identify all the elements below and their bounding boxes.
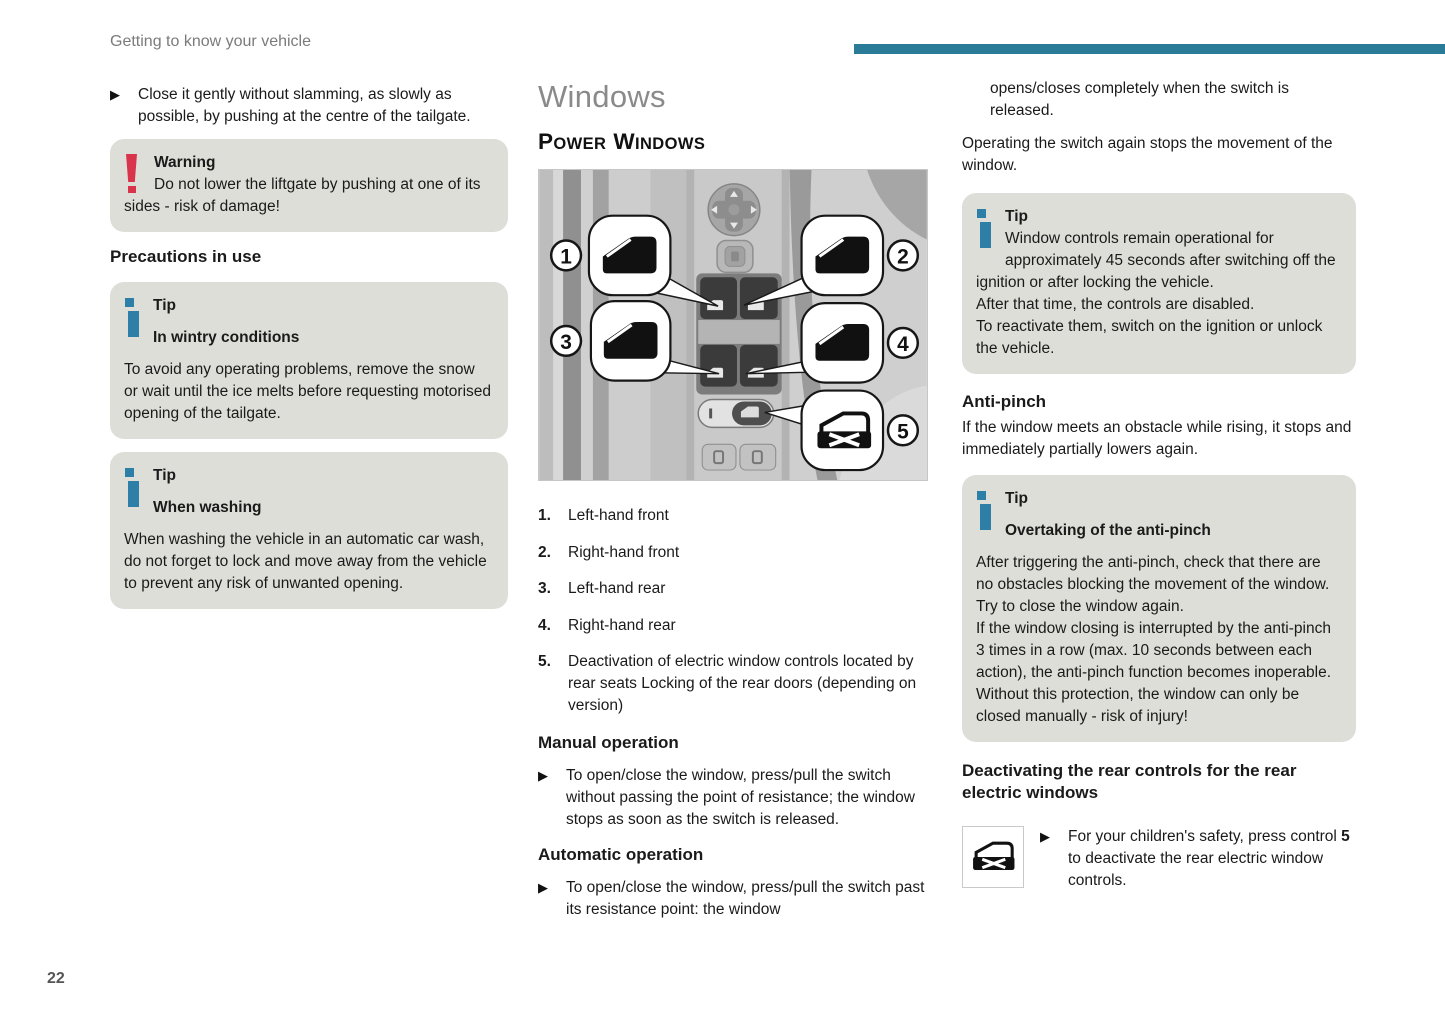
callout-bubbles <box>587 214 885 472</box>
mirror-adjust-pad <box>707 183 761 237</box>
tip-box-window-controls: Tip Window controls remain operational f… <box>962 193 1356 374</box>
automatic-operation-bullet: ▶ To open/close the window, press/pull t… <box>538 877 928 921</box>
callout-numbers: 1 2 3 4 5 <box>549 239 920 447</box>
heading-word: Windows <box>613 129 706 154</box>
window-deactivate-icon-box <box>962 826 1024 888</box>
tip-body: After triggering the anti-pinch, check t… <box>976 554 1331 725</box>
rear-deactivation-rocker <box>697 398 775 429</box>
deactivating-row: ▶ For your children's safety, press cont… <box>962 826 1356 892</box>
tailgate-close-bullet: ▶ Close it gently without slamming, as s… <box>110 84 508 128</box>
middle-column: Windows PowerWindows <box>538 78 928 921</box>
automatic-operation-heading: Automatic operation <box>538 844 704 864</box>
list-item: 4. Right-hand rear <box>538 616 676 634</box>
tip-label: Tip <box>1005 490 1028 507</box>
warning-title: Warning <box>154 154 216 171</box>
tip-subheading: In wintry conditions <box>153 329 300 346</box>
tip-label: Tip <box>1005 208 1028 225</box>
right-column: opens/closes completely when the switch … <box>962 78 1356 892</box>
switch-legend-list: 1. Left-hand front 2. Right-hand front 3… <box>538 505 928 717</box>
tip-subheading: Overtaking of the anti-pinch <box>1005 522 1211 539</box>
list-item: 2. Right-hand front <box>538 543 680 561</box>
door-switch-illustration: 1 2 3 4 5 <box>538 169 928 481</box>
tip-box-washing: Tip When washing When washing the vehicl… <box>110 452 508 609</box>
window-switch-cluster <box>696 273 782 395</box>
info-icon <box>125 468 140 509</box>
svg-text:3: 3 <box>560 331 572 354</box>
automatic-bullet-continuation: opens/closes completely when the switch … <box>990 80 1289 119</box>
bullet-arrow-icon: ▶ <box>110 87 120 102</box>
list-item: 5. Deactivation of electric window contr… <box>538 653 917 714</box>
antipinch-heading: Anti-pinch <box>962 392 1047 411</box>
precautions-heading: Precautions in use <box>110 247 262 266</box>
chapter-accent-bar <box>854 44 1445 54</box>
svg-text:2: 2 <box>897 245 909 268</box>
power-windows-heading: PowerWindows <box>538 131 928 156</box>
window-deactivate-icon <box>971 841 1016 872</box>
tip-box-wintry: Tip In wintry conditions To avoid any op… <box>110 282 508 439</box>
info-icon <box>977 491 992 532</box>
antipinch-body: If the window meets an obstacle while ri… <box>962 419 1352 458</box>
bullet-text: Close it gently without slamming, as slo… <box>138 86 471 125</box>
deactivating-heading: Deactivating the rear controls for the r… <box>962 761 1297 802</box>
page-number: 22 <box>47 970 65 987</box>
warning-box: Warning Do not lower the liftgate by pus… <box>110 139 508 232</box>
bullet-arrow-icon: ▶ <box>1040 829 1050 844</box>
chapter-header: Getting to know your vehicle <box>110 33 311 50</box>
left-column: ▶ Close it gently without slamming, as s… <box>110 78 508 609</box>
children-safety-bullet: ▶ For your children's safety, press cont… <box>1040 826 1356 892</box>
svg-text:4: 4 <box>897 333 909 356</box>
list-item: 3. Left-hand rear <box>538 580 666 597</box>
bullet-arrow-icon: ▶ <box>538 879 548 895</box>
operating-paragraph: Operating the switch again stops the mov… <box>962 135 1333 174</box>
tip-body: To avoid any operating problems, remove … <box>124 361 492 422</box>
info-icon <box>125 298 140 339</box>
tip-label: Tip <box>153 467 176 484</box>
mirror-selector-switch <box>716 239 754 274</box>
page-title: Windows <box>538 79 666 114</box>
door-switch-figure: 1 2 3 4 5 <box>539 170 927 480</box>
tip-subheading: When washing <box>153 499 262 516</box>
tip-box-overtaking: Tip Overtaking of the anti-pinch After t… <box>962 475 1356 742</box>
warning-body: Do not lower the liftgate by pushing at … <box>124 176 481 215</box>
manual-operation-heading: Manual operation <box>538 732 679 752</box>
manual-operation-bullet: ▶ To open/close the window, press/pull t… <box>538 765 928 831</box>
tip-body: When washing the vehicle in an automatic… <box>124 531 487 592</box>
heading-word: Power <box>538 129 607 154</box>
door-lock-buttons <box>701 443 777 471</box>
svg-text:1: 1 <box>560 245 572 268</box>
svg-text:5: 5 <box>897 420 909 443</box>
tip-label: Tip <box>153 297 176 314</box>
list-item: 1. Left-hand front <box>538 507 669 524</box>
info-icon <box>977 209 992 250</box>
bullet-arrow-icon: ▶ <box>538 767 548 783</box>
warning-exclamation-icon <box>126 154 139 196</box>
tip-body: Window controls remain operational for a… <box>976 230 1336 357</box>
